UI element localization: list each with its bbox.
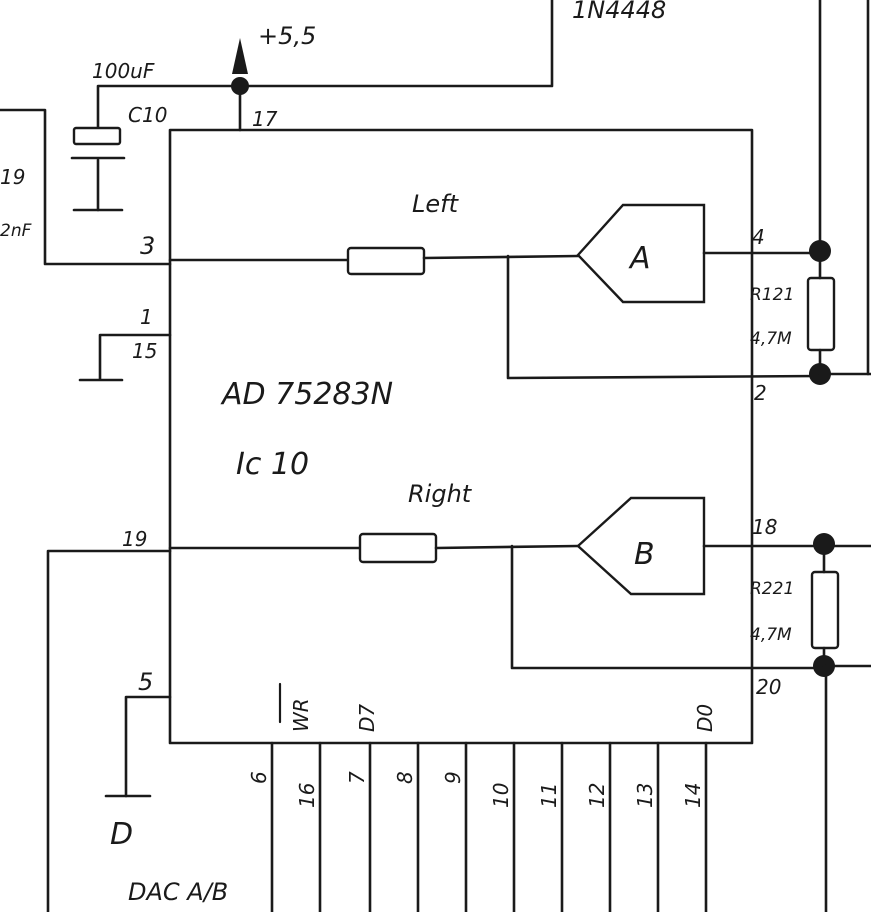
pin-19-wire bbox=[46, 549, 172, 912]
pin-20-label: 20 bbox=[756, 675, 781, 699]
chip-body bbox=[168, 128, 754, 745]
amplifier-a-label: A bbox=[628, 241, 651, 276]
r221-value-label: 4,7M bbox=[750, 625, 792, 645]
bottom-pin-13: 13 bbox=[633, 783, 657, 808]
bottom-pin-7: 7 bbox=[345, 771, 369, 784]
supply-arrow-icon bbox=[232, 38, 248, 74]
left-resistor bbox=[346, 246, 426, 276]
capacitor-c10 bbox=[70, 126, 126, 212]
pin-15-label: 15 bbox=[132, 339, 157, 363]
supply-voltage-label: +5,5 bbox=[258, 22, 316, 50]
bottom-pin-8: 8 bbox=[393, 771, 417, 784]
dac-ab-label: DAC A/B bbox=[128, 878, 228, 906]
d0-pin-label: D0 bbox=[693, 704, 717, 732]
pin-1-label: 1 bbox=[140, 305, 153, 329]
pin-2-label: 2 bbox=[754, 381, 767, 405]
resistor-r221 bbox=[810, 570, 840, 650]
ground-label: D bbox=[110, 817, 133, 852]
bottom-pin-wires bbox=[270, 741, 708, 912]
bottom-pin-9: 9 bbox=[441, 771, 465, 784]
right-channel-label: Right bbox=[408, 480, 473, 508]
capacitor-ref-label: C10 bbox=[128, 103, 167, 127]
diode-label: 1N4448 bbox=[572, 0, 666, 24]
capacitor-value-label: 100uF bbox=[92, 59, 155, 83]
left-edge-part bbox=[0, 108, 172, 266]
left-edge-cap-label: 2nF bbox=[0, 221, 32, 241]
resistor-r121 bbox=[806, 276, 836, 352]
pin-19-label: 19 bbox=[122, 527, 147, 551]
r121-value-label: 4,7M bbox=[750, 329, 792, 349]
chip-part-number: AD 75283N bbox=[220, 377, 393, 412]
bottom-pin-6: 6 bbox=[247, 771, 271, 784]
pin-1-15-ground bbox=[78, 333, 172, 382]
d7-pin-label: D7 bbox=[355, 704, 379, 732]
bottom-pin-11: 11 bbox=[537, 783, 561, 808]
left-edge-ref-label: 19 bbox=[0, 165, 25, 189]
supply-net bbox=[96, 0, 554, 132]
pin-5-ground bbox=[104, 695, 172, 798]
r221-ref-label: R221 bbox=[750, 579, 794, 599]
pin-3-label: 3 bbox=[140, 232, 155, 260]
r121-ref-label: R121 bbox=[750, 285, 794, 305]
bottom-pin-16: 16 bbox=[295, 783, 319, 808]
pin-17-label: 17 bbox=[252, 107, 278, 131]
left-channel-label: Left bbox=[412, 190, 460, 218]
pin-4-label: 4 bbox=[752, 225, 765, 249]
bottom-pin-10: 10 bbox=[489, 783, 513, 808]
bottom-pin-14: 14 bbox=[681, 783, 705, 808]
pin-5-label: 5 bbox=[138, 668, 153, 696]
pin-18-label: 18 bbox=[752, 515, 777, 539]
chip-reference: Ic 10 bbox=[236, 447, 309, 482]
right-channel bbox=[168, 496, 871, 912]
right-resistor bbox=[358, 532, 438, 564]
amplifier-b-label: B bbox=[634, 537, 655, 572]
left-channel bbox=[168, 0, 871, 385]
wr-pin-label: WR bbox=[289, 698, 313, 732]
bottom-pin-12: 12 bbox=[585, 783, 609, 808]
